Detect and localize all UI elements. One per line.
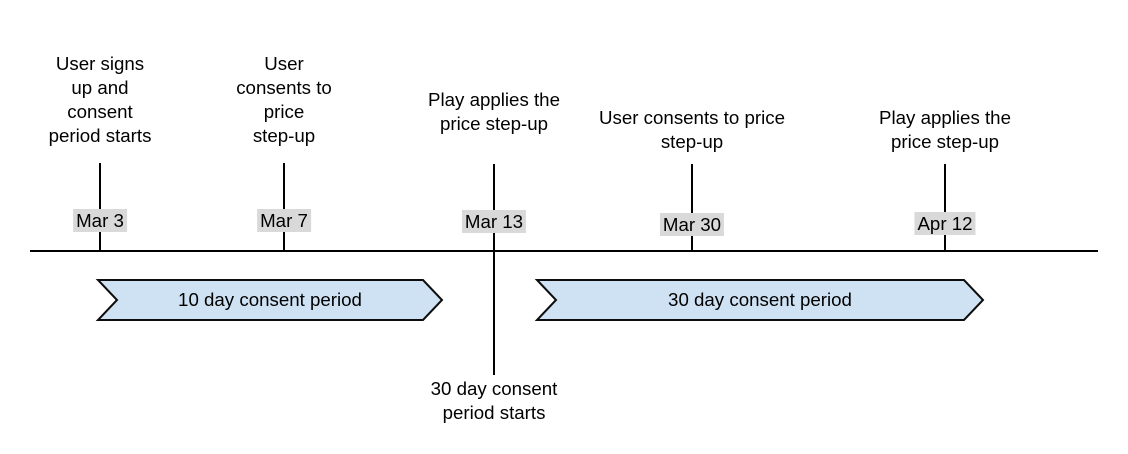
consent-period-label: 10 day consent period <box>178 289 362 310</box>
event-label-line: consents to <box>236 77 332 98</box>
event-label: User signs up and consent period starts <box>49 52 152 148</box>
event-date-badge: Mar 3 <box>73 209 127 232</box>
event-label-line: period starts <box>48 125 152 146</box>
event-label-line: up and <box>71 77 129 98</box>
event-label-line: price <box>263 101 305 122</box>
event-label: User consents to price step-up <box>599 106 785 154</box>
event-date-badge: Mar 13 <box>461 210 527 233</box>
event-date-badge: Mar 30 <box>659 213 725 236</box>
consent-period-banner-shape <box>534 279 985 321</box>
event-label: Play applies the price step-up <box>879 106 1011 154</box>
event-date-badge: Apr 12 <box>914 212 976 235</box>
footnote-label: 30 day consent period starts <box>431 377 558 425</box>
event-label: Play applies the price step-up <box>428 88 560 136</box>
event-label-line: step-up <box>660 131 724 152</box>
event-date-badge: Mar 7 <box>257 209 311 232</box>
event-label-line: Play applies the <box>879 107 1011 128</box>
event-label-line: User <box>264 53 304 74</box>
footnote-line: period starts <box>442 402 546 423</box>
event-label-line: price step-up <box>890 131 1000 152</box>
event-label-line: User signs <box>55 53 145 74</box>
event-label-line: step-up <box>252 125 316 146</box>
event-label-line: price step-up <box>439 113 549 134</box>
event-label-line: User consents to price <box>599 107 785 128</box>
consent-period-label: 30 day consent period <box>668 289 852 310</box>
event-label-line: consent <box>67 101 133 122</box>
event-label: User consents to price step-up <box>236 52 332 148</box>
consent-period-banner-shape <box>95 279 444 321</box>
footnote-line: 30 day consent <box>430 378 558 399</box>
event-label-line: Play applies the <box>428 89 560 110</box>
